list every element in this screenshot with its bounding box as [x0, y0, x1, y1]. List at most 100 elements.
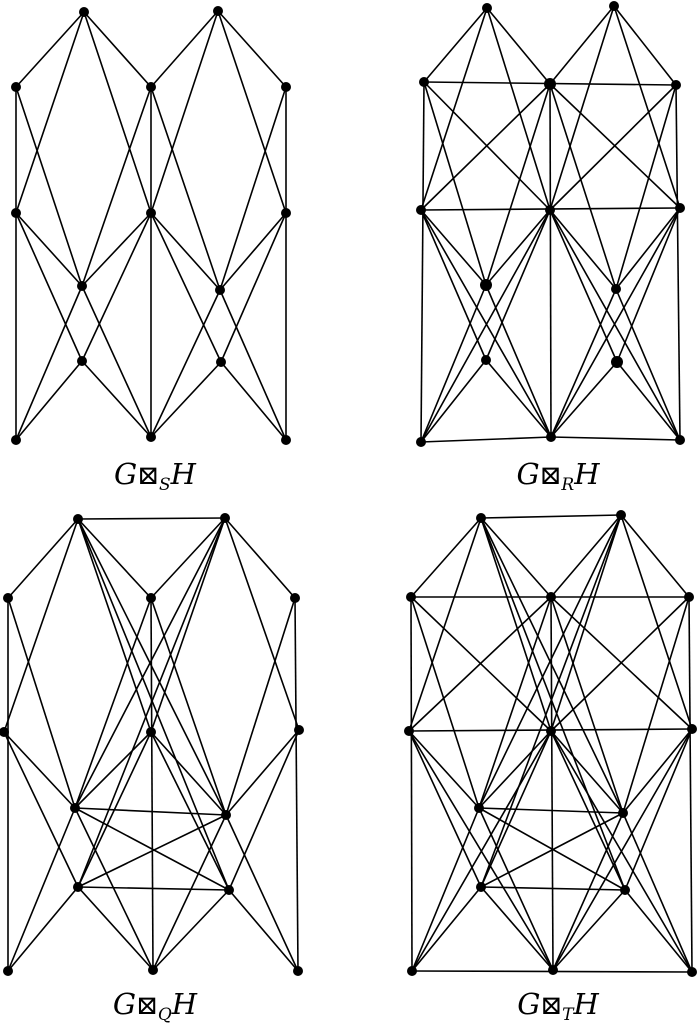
edge — [485, 284, 552, 438]
edge — [81, 360, 152, 438]
edge — [81, 212, 152, 287]
vertex — [481, 355, 491, 365]
edge — [549, 209, 618, 363]
edge — [219, 212, 287, 291]
edge — [480, 517, 552, 598]
edge — [219, 86, 287, 291]
edge — [550, 596, 554, 971]
vertex — [616, 510, 626, 520]
vertex — [611, 356, 623, 368]
edges — [3, 517, 300, 972]
edge — [613, 5, 681, 209]
edge — [150, 361, 222, 438]
vertex — [146, 432, 156, 442]
caption-subscript: T — [562, 1005, 574, 1025]
caption-strong-product-q: G⊠QH — [45, 990, 265, 1024]
vertex — [11, 82, 21, 92]
caption-right-operand: H — [574, 457, 600, 491]
edge — [552, 812, 624, 971]
edge — [77, 518, 230, 891]
edge — [225, 729, 300, 816]
vertex — [548, 965, 558, 975]
edge — [15, 285, 83, 441]
edge — [549, 5, 615, 211]
vertex — [3, 966, 13, 976]
vertex — [3, 593, 13, 603]
graph-strong-product-s — [11, 6, 291, 445]
edge — [3, 518, 79, 733]
edge — [478, 807, 626, 891]
edge — [294, 597, 299, 972]
edge — [225, 814, 299, 972]
vertex — [146, 727, 156, 737]
edge — [480, 886, 554, 971]
boxtimes-symbol: ⊠ — [540, 991, 563, 1021]
edge — [150, 517, 226, 599]
edge — [74, 731, 152, 809]
vertex — [70, 803, 80, 813]
edge — [220, 361, 287, 441]
vertex — [215, 285, 225, 295]
edge — [549, 84, 677, 211]
edge — [150, 86, 221, 291]
edge — [552, 728, 693, 971]
edge — [81, 86, 152, 287]
edge — [480, 514, 622, 519]
edge — [150, 597, 227, 816]
caption-right-operand: H — [170, 457, 196, 491]
edge — [420, 81, 425, 443]
edge — [81, 285, 152, 438]
vertex — [476, 882, 486, 892]
vertex — [419, 77, 429, 87]
caption-subscript: Q — [157, 1005, 172, 1025]
vertex — [620, 885, 630, 895]
vertex — [220, 513, 230, 523]
caption-right-operand: H — [573, 987, 599, 1021]
vertex — [671, 80, 681, 90]
edge — [613, 5, 677, 86]
edge — [408, 517, 482, 732]
edge — [220, 212, 287, 363]
vertex — [544, 78, 556, 90]
vertex — [404, 726, 414, 736]
vertex — [476, 513, 486, 523]
vertex — [684, 592, 694, 602]
edge — [485, 209, 551, 361]
vertices — [0, 513, 304, 976]
edge — [549, 83, 617, 290]
vertex — [546, 592, 556, 602]
caption-left-operand: G — [516, 457, 540, 491]
edge — [77, 517, 226, 520]
edge — [485, 359, 552, 438]
edge — [410, 596, 413, 972]
edge — [420, 359, 487, 443]
edge — [7, 807, 76, 972]
edge — [150, 517, 226, 733]
edge — [550, 730, 624, 814]
edge — [83, 11, 152, 88]
edge — [420, 284, 487, 443]
edge — [410, 517, 482, 598]
caption-left-operand: G — [114, 457, 138, 491]
vertex — [146, 593, 156, 603]
edge — [478, 807, 624, 814]
edge — [411, 886, 482, 972]
edge — [478, 807, 554, 971]
edge — [549, 5, 615, 85]
edge — [485, 83, 551, 286]
vertex — [11, 435, 21, 445]
vertex — [482, 3, 492, 13]
vertex — [416, 437, 426, 447]
edge — [224, 517, 296, 599]
edge — [3, 731, 79, 888]
vertex — [675, 203, 685, 213]
caption-subscript: R — [561, 475, 575, 495]
boxtimes-symbol: ⊠ — [136, 991, 158, 1021]
vertex — [213, 6, 223, 16]
edge — [77, 518, 152, 733]
edge — [411, 730, 552, 972]
edge — [552, 889, 626, 971]
vertex — [687, 967, 697, 977]
edge — [228, 729, 300, 891]
edge — [423, 7, 488, 83]
